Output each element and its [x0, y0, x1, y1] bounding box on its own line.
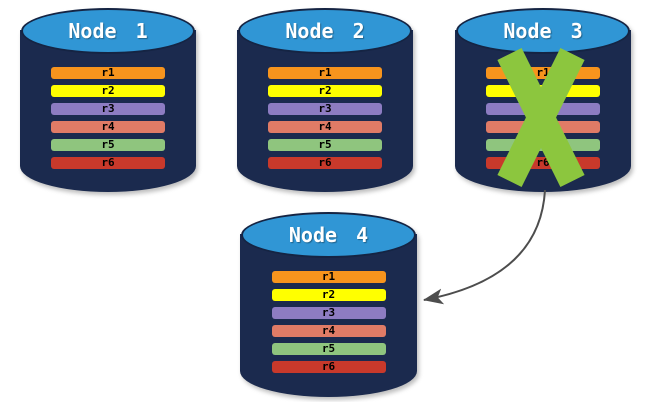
record-bar-r2: r2: [268, 85, 382, 97]
record-bar-r1: r1: [486, 67, 600, 79]
node-3-records: r1 r2 r3 r4 r5 r6: [455, 67, 631, 169]
node-4-label: Node 4: [288, 223, 369, 247]
record-bar-r4: r4: [271, 325, 386, 337]
record-bar-r2: r2: [271, 289, 386, 301]
record-bar-r5: r5: [51, 139, 165, 151]
record-bar-r5: r5: [268, 139, 382, 151]
node-2-records: r1 r2 r3 r4 r5 r6: [237, 67, 413, 169]
record-bar-r3: r3: [51, 103, 165, 115]
record-bar-r6: r6: [51, 157, 165, 169]
record-bar-r5: r5: [486, 139, 600, 151]
record-bar-r3: r3: [271, 307, 386, 319]
node-1-label: Node 1: [68, 19, 148, 43]
node-4-cylinder: Node 4 r1 r2 r3 r4 r5 r6: [240, 211, 417, 397]
record-bar-r6: r6: [271, 361, 386, 373]
node-2-cylinder-top: [238, 8, 412, 54]
record-bar-r5: r5: [271, 343, 386, 355]
node-2-cylinder: Node 2 r1 r2 r3 r4 r5 r6: [237, 7, 413, 192]
node-1-records: r1 r2 r3 r4 r5 r6: [20, 67, 196, 169]
node-2-label: Node 2: [285, 19, 365, 43]
record-bar-r4: r4: [486, 121, 600, 133]
node-3-label: Node 3: [503, 19, 583, 43]
record-bar-r4: r4: [268, 121, 382, 133]
record-bar-r3: r3: [268, 103, 382, 115]
record-bar-r1: r1: [271, 271, 386, 283]
record-bar-r2: r2: [51, 85, 165, 97]
node-1-cylinder-top: [21, 8, 195, 54]
record-bar-r6: r6: [486, 157, 600, 169]
node-4-cylinder-top: [241, 212, 416, 258]
record-bar-r2: r2: [486, 85, 600, 97]
node-4-records: r1 r2 r3 r4 r5 r6: [240, 271, 417, 373]
record-bar-r6: r6: [268, 157, 382, 169]
node-1-cylinder: Node 1 r1 r2 r3 r4 r5 r6: [20, 7, 196, 192]
node-3-cylinder: Node 3 r1 r2 r3 r4 r5 r6: [455, 7, 631, 192]
record-bar-r4: r4: [51, 121, 165, 133]
record-bar-r1: r1: [268, 67, 382, 79]
record-bar-r3: r3: [486, 103, 600, 115]
record-bar-r1: r1: [51, 67, 165, 79]
